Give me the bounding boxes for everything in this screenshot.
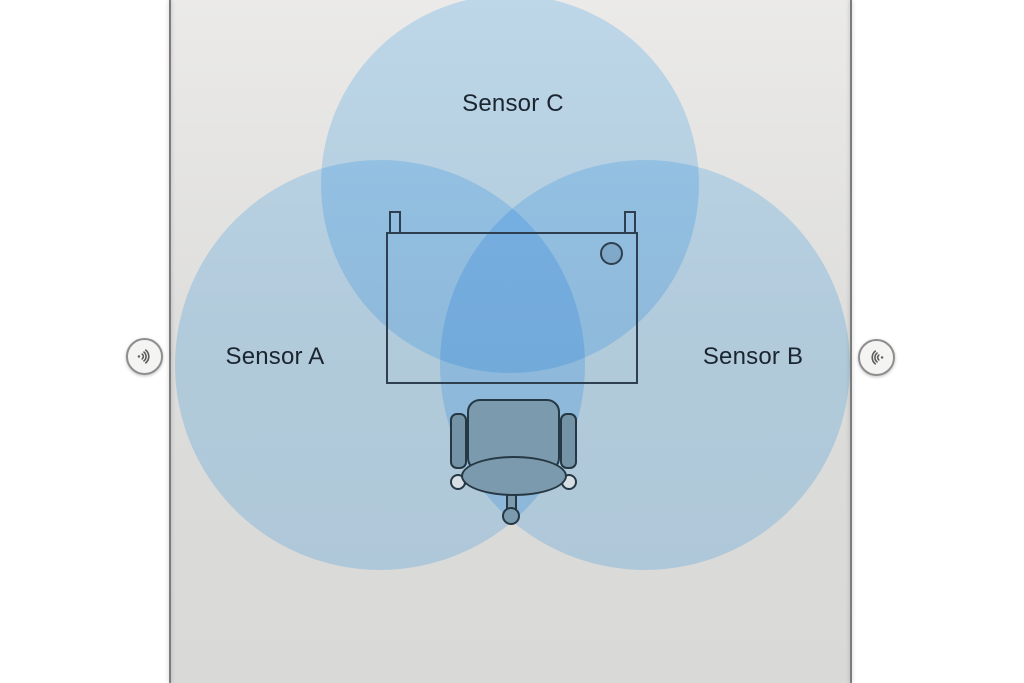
desk-monitor-right	[624, 211, 636, 234]
sensor-a-label: Sensor A	[225, 343, 325, 370]
room-wall-right	[850, 0, 852, 683]
sound-wave-icon	[137, 349, 150, 364]
sensor-c-label: Sensor C	[462, 90, 564, 117]
desk-object-circle	[600, 242, 623, 265]
sound-wave-icon	[871, 350, 884, 365]
chair-armrest-left	[450, 413, 467, 469]
room-wall-left	[169, 0, 171, 683]
desk	[386, 232, 638, 384]
sensor-device-left	[126, 338, 163, 375]
chair-post-wheel	[502, 507, 520, 525]
desk-monitor-left	[389, 211, 401, 234]
sensor-b-label: Sensor B	[702, 343, 804, 370]
room-floor: Sensor C Sensor A Sensor B	[171, 0, 850, 683]
chair-armrest-right	[560, 413, 577, 469]
sensor-device-right	[858, 339, 895, 376]
chair-seat	[461, 456, 567, 496]
